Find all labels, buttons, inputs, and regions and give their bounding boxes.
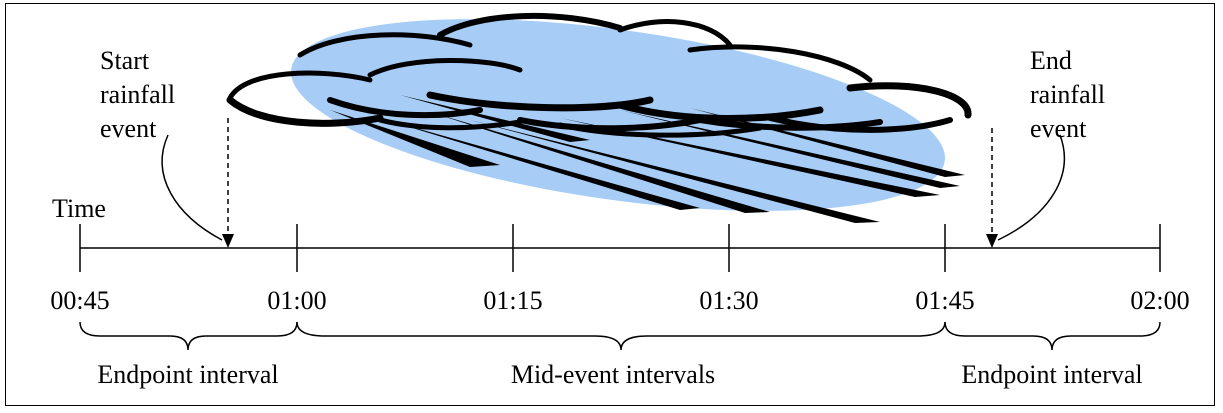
- start-event-label-line: event: [100, 114, 157, 143]
- time-axis-ticks: [79, 224, 1161, 272]
- tick-label: 00:45: [50, 286, 110, 315]
- end-event-label-line: End: [1030, 46, 1072, 75]
- brace-mid-event: [296, 321, 946, 351]
- cloud-outline: [226, 12, 972, 138]
- interval-label-mid-event: Mid-event intervals: [510, 360, 716, 389]
- end-event-arrowhead: [986, 234, 998, 248]
- brace-endpoint-right: [944, 321, 1161, 351]
- tick-label: 01:15: [483, 286, 543, 315]
- brace-endpoint-left: [79, 321, 298, 351]
- start-event-arrowhead: [222, 234, 234, 248]
- tick-label: 01:45: [915, 286, 975, 315]
- start-event-label-line: rainfall: [100, 80, 176, 109]
- tick-label: 02:00: [1130, 286, 1190, 315]
- end-callout-curve: [997, 134, 1065, 241]
- time-axis-label: Time: [52, 194, 106, 223]
- tick-label: 01:00: [267, 286, 327, 315]
- tick-label: 01:30: [699, 286, 759, 315]
- start-event-label-line: Start: [100, 46, 150, 75]
- interval-label-endpoint-right: Endpoint interval: [961, 360, 1143, 389]
- start-event-label: Start rainfall event: [100, 44, 175, 144]
- end-event-label: End rainfall event: [1030, 44, 1105, 144]
- end-event-label-line: event: [1030, 114, 1087, 143]
- end-event-label-line: rainfall: [1030, 80, 1106, 109]
- interval-label-endpoint-left: Endpoint interval: [97, 360, 279, 389]
- start-callout-curve: [161, 134, 223, 241]
- interval-braces: [79, 321, 1161, 351]
